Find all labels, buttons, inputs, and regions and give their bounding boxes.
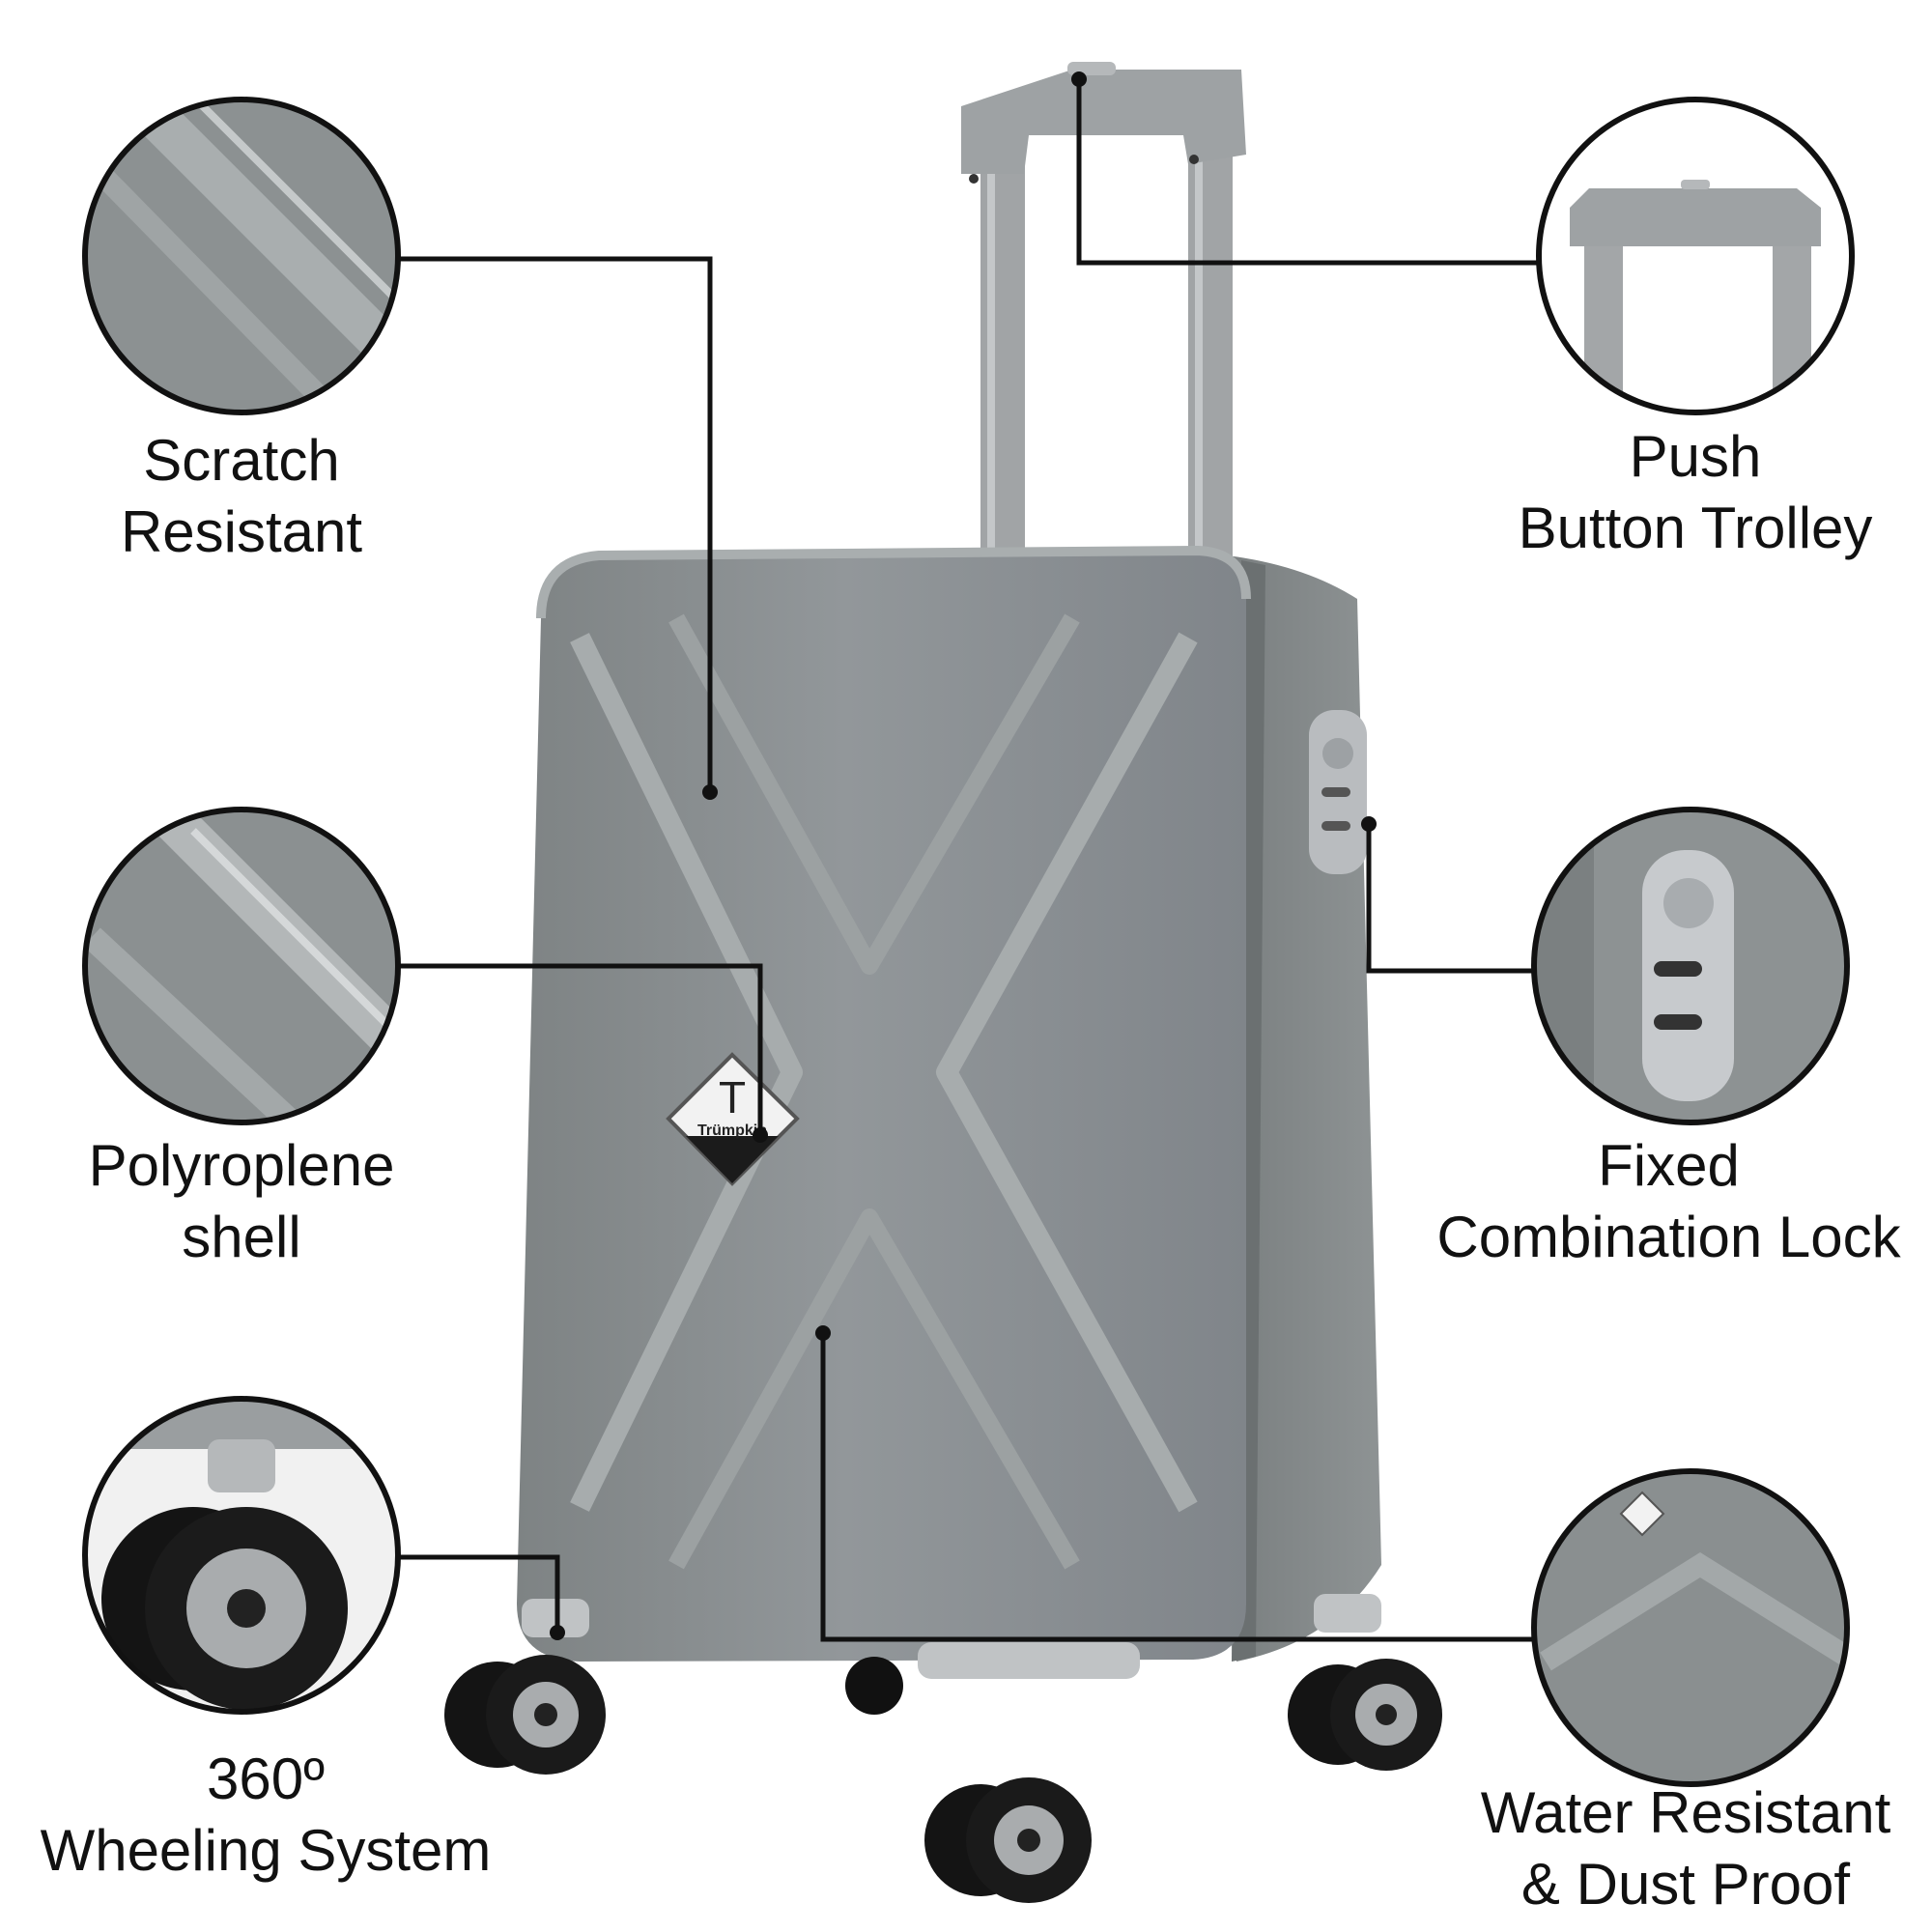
brand-badge: T Trümpkin <box>666 1052 800 1186</box>
wheel-back-right <box>1288 1659 1442 1771</box>
feature-label-water: Water Resistant & Dust Proof <box>1480 1780 1891 1917</box>
wheel-front-left <box>444 1655 606 1775</box>
lock-detail-icon <box>1531 807 1850 1125</box>
leader-scratch <box>398 256 713 792</box>
scratch-detail-icon <box>82 97 401 415</box>
feature-label-polypropylene: Polyroplene shell <box>88 1133 395 1269</box>
trolley-handle <box>961 62 1246 580</box>
trolley-detail-icon <box>1536 97 1855 415</box>
brand-name: Trümpkin <box>697 1122 767 1139</box>
wheel-detail-icon <box>82 1396 401 1715</box>
leader-shell <box>398 963 763 1135</box>
leader-wheels <box>398 1554 560 1633</box>
suitcase-body <box>517 545 1381 1679</box>
shell-detail-icon <box>82 807 401 1125</box>
feature-label-lock: Fixed Combination Lock <box>1436 1133 1901 1269</box>
wheel-back-left <box>845 1657 903 1715</box>
leader-trolley <box>1076 79 1539 266</box>
wheel-set <box>444 1655 1442 1903</box>
water-detail-icon <box>1531 1468 1850 1787</box>
leader-lines <box>398 79 1539 1642</box>
brand-mark: T <box>719 1072 746 1122</box>
leader-dots <box>550 71 1377 1640</box>
leader-lock <box>1366 824 1534 974</box>
wheel-front-right <box>924 1777 1092 1903</box>
leader-water <box>820 1333 1534 1642</box>
feature-label-wheels: 360º Wheeling System <box>40 1747 492 1883</box>
feature-label-trolley: Push Button Trolley <box>1518 424 1873 560</box>
feature-label-scratch: Scratch Resistant <box>120 428 363 564</box>
